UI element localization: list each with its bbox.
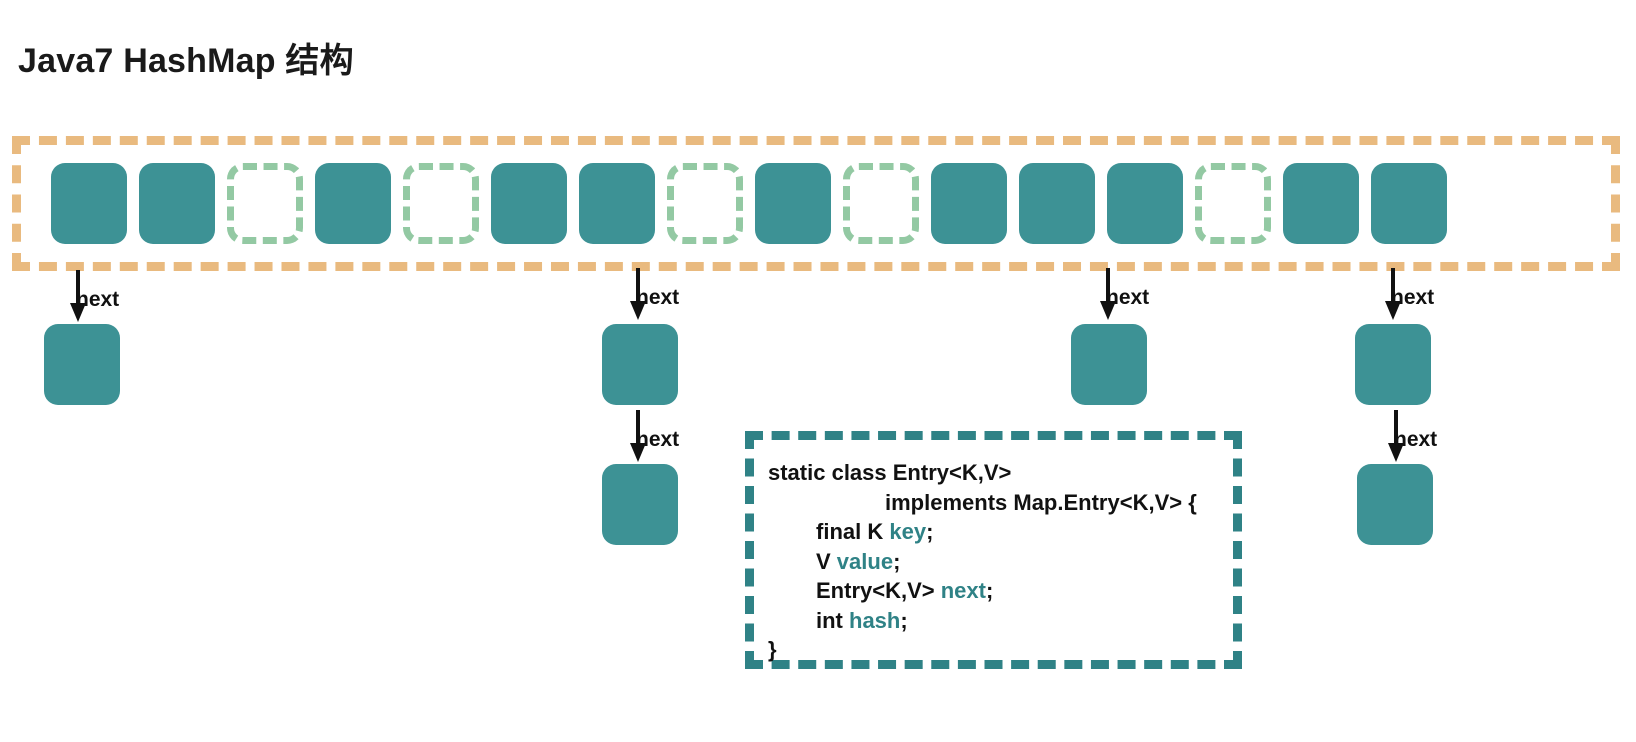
code-line-6: } bbox=[768, 637, 777, 662]
entry-class-definition: static class Entry<K,V> implements Map.E… bbox=[745, 431, 1242, 669]
next-arrow-icon-chain3-2: next bbox=[1380, 410, 1437, 462]
code-plain: final K bbox=[816, 519, 890, 544]
code-plain: ; bbox=[985, 578, 994, 603]
next-arrow-icon-chain2-1: next bbox=[1092, 268, 1149, 320]
code-plain: Entry<K,V> bbox=[816, 578, 941, 603]
next-label: next bbox=[636, 286, 680, 309]
bucket-cell-15[interactable] bbox=[1371, 163, 1447, 244]
code-line-5: int hash; bbox=[768, 606, 1233, 636]
code-plain: V bbox=[816, 548, 837, 574]
bucket-cell-5[interactable] bbox=[491, 163, 567, 244]
code-line-3: V value; bbox=[768, 547, 1233, 577]
next-label: next bbox=[1106, 286, 1150, 309]
next-arrow-icon-chain1-2: next bbox=[622, 410, 679, 462]
next-arrow-icon-chain1-1: next bbox=[622, 268, 679, 320]
bucket-cell-12[interactable] bbox=[1107, 163, 1183, 244]
code-line-0: static class Entry<K,V> bbox=[768, 460, 1012, 485]
next-label: next bbox=[76, 288, 120, 311]
code-plain: int bbox=[816, 607, 849, 633]
code-plain: ; bbox=[926, 519, 934, 544]
bucket-cell-7[interactable] bbox=[667, 163, 743, 244]
code-line-2: final K key; bbox=[768, 517, 1233, 547]
bucket-cell-3[interactable] bbox=[315, 163, 391, 244]
bucket-cell-8[interactable] bbox=[755, 163, 831, 244]
code-field-value: value bbox=[836, 548, 894, 574]
bucket-cell-2[interactable] bbox=[227, 163, 303, 244]
bucket-cell-10[interactable] bbox=[931, 163, 1007, 244]
next-label: next bbox=[636, 428, 680, 451]
bucket-cell-track bbox=[51, 145, 1447, 262]
next-arrow-icon-chain0-1: next bbox=[62, 270, 119, 322]
code-plain: ; bbox=[893, 548, 901, 574]
chain1-node-2[interactable] bbox=[602, 464, 678, 545]
next-arrow-icon-chain3-1: next bbox=[1377, 268, 1434, 320]
hashmap-bucket-array bbox=[12, 136, 1620, 271]
next-label: next bbox=[1391, 286, 1435, 309]
chain3-node-1[interactable] bbox=[1355, 324, 1431, 405]
bucket-cell-4[interactable] bbox=[403, 163, 479, 244]
code-line-1: implements Map.Entry<K,V> { bbox=[885, 489, 1197, 515]
bucket-cell-11[interactable] bbox=[1019, 163, 1095, 244]
page-title: Java7 HashMap 结构 bbox=[18, 42, 354, 80]
bucket-cell-13[interactable] bbox=[1195, 163, 1271, 244]
chain0-node-1[interactable] bbox=[44, 324, 120, 405]
chain1-node-1[interactable] bbox=[602, 324, 678, 405]
chain2-node-1[interactable] bbox=[1071, 324, 1147, 405]
bucket-cell-14[interactable] bbox=[1283, 163, 1359, 244]
code-field-hash: hash bbox=[849, 607, 901, 633]
bucket-cell-9[interactable] bbox=[843, 163, 919, 244]
code-field-key: key bbox=[889, 519, 927, 544]
code-field-next: next bbox=[940, 578, 986, 603]
bucket-cell-0[interactable] bbox=[51, 163, 127, 244]
bucket-cell-6[interactable] bbox=[579, 163, 655, 244]
chain3-node-2[interactable] bbox=[1357, 464, 1433, 545]
next-label: next bbox=[1394, 428, 1438, 451]
code-line-4: Entry<K,V> next; bbox=[768, 576, 1233, 606]
code-plain: ; bbox=[900, 607, 908, 633]
bucket-cell-1[interactable] bbox=[139, 163, 215, 244]
